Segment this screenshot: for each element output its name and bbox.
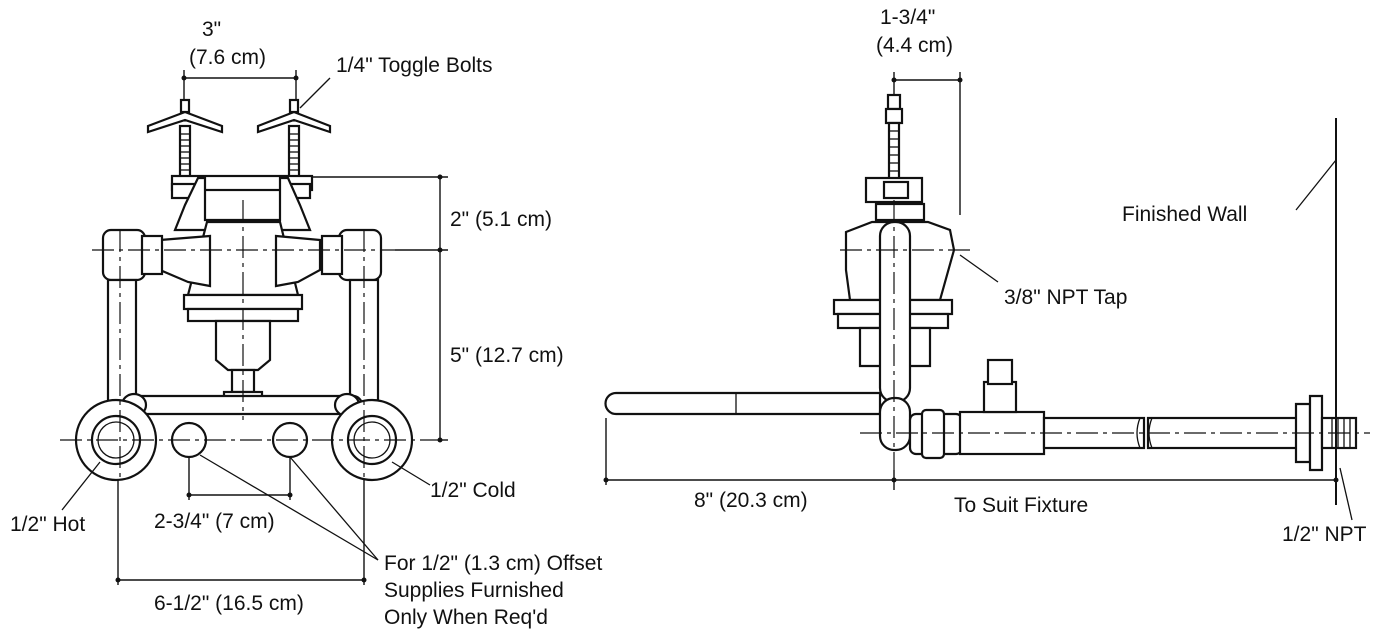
front-centerlines — [60, 200, 440, 480]
front-view: 3" (7.6 cm) 1/4" Toggle Bolts 2" (5.1 cm… — [10, 18, 602, 629]
side-run-to-wall — [908, 358, 1358, 472]
supply-flanges — [74, 398, 414, 482]
dim-8in-label: 8" (20.3 cm) — [694, 489, 808, 512]
side-view: 1-3/4" (4.4 cm) Finished Wall 3/8" NPT T… — [603, 6, 1370, 546]
toggle-bolt-right — [256, 77, 332, 180]
offset-note-line1: For 1/2" (1.3 cm) Offset — [384, 552, 602, 575]
hot-label: 1/2" Hot — [10, 513, 85, 536]
front-leaders — [61, 454, 431, 561]
mounting-bracket — [170, 174, 314, 232]
offset-note-line3: Only When Req'd — [384, 606, 548, 629]
dim-vertical-lines — [312, 174, 448, 443]
dim-134-label: 1-3/4" — [880, 6, 935, 29]
finished-wall-label: Finished Wall — [1122, 203, 1247, 226]
dim-2in-label: 2" (5.1 cm) — [450, 208, 552, 231]
offset-note-line2: Supplies Furnished — [384, 579, 564, 602]
finished-wall — [1295, 118, 1337, 505]
dim-bottom-lines — [115, 457, 367, 585]
dim-612-label: 6-1/2" (16.5 cm) — [154, 592, 304, 615]
cold-label: 1/2" Cold — [430, 479, 516, 502]
side-leaders — [959, 254, 1353, 521]
dim-234-label: 2-3/4" (7 cm) — [154, 510, 275, 533]
dim-3in-lines — [181, 70, 299, 100]
npt-label: 1/2" NPT — [1282, 523, 1367, 546]
side-dim-lines — [603, 418, 1339, 490]
toggle-bolt-left — [146, 98, 224, 180]
npt-tap-label: 3/8" NPT Tap — [1004, 286, 1127, 309]
side-centerlines — [840, 200, 1370, 470]
toggle-bolts-label: 1/4" Toggle Bolts — [336, 54, 493, 77]
side-arm-left — [604, 391, 912, 452]
valve-body — [158, 220, 322, 414]
dim-3in-label: 3" — [202, 18, 221, 41]
dim-134-lines — [891, 72, 963, 215]
dim-3in-cm-label: (7.6 cm) — [189, 46, 266, 69]
dim-5in-label: 5" (12.7 cm) — [450, 344, 564, 367]
to-suit-fixture-label: To Suit Fixture — [954, 494, 1088, 517]
dim-134-cm-label: (4.4 cm) — [876, 34, 953, 57]
side-bolt — [884, 93, 904, 185]
